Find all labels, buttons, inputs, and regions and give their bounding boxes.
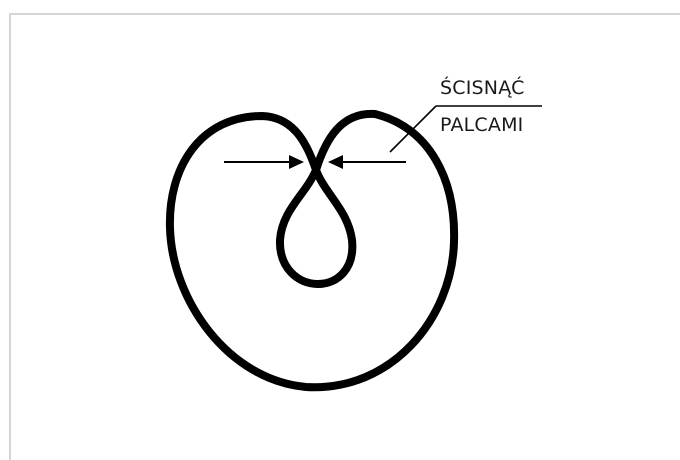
loop-outline (170, 114, 454, 387)
annotation-label-line2: PALCAMI (440, 116, 524, 135)
left-arrowhead (289, 155, 304, 169)
right-arrowhead (328, 155, 343, 169)
annotation-label-line1: ŚCISNĄĆ (440, 79, 525, 98)
